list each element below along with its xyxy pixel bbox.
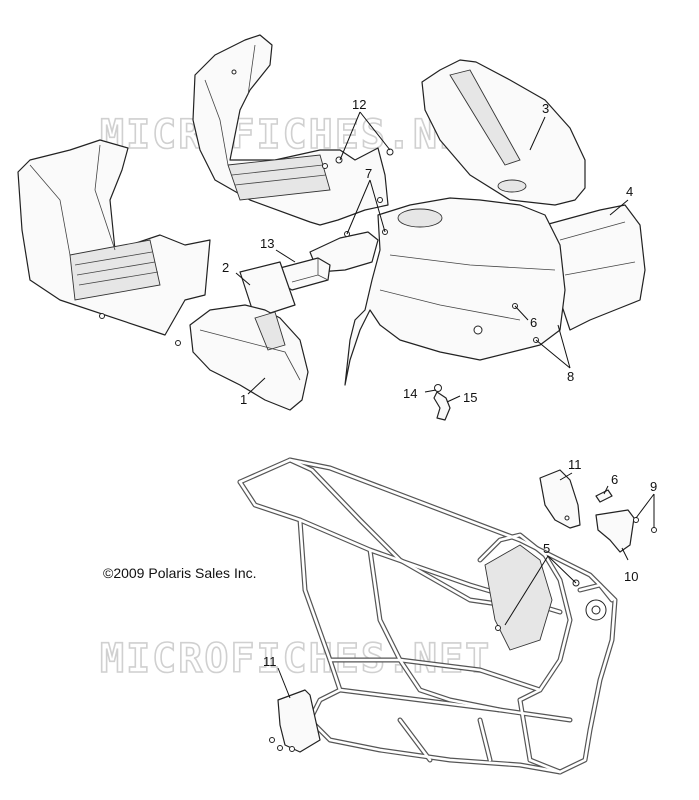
part-3-cover <box>421 59 586 206</box>
callout-9: 9 <box>650 479 657 494</box>
copyright-notice: ©2009 Polaris Sales Inc. <box>103 565 257 581</box>
part-11-bracket-upper <box>539 469 581 529</box>
front-fender-body <box>344 197 566 386</box>
callout-2: 2 <box>222 260 229 275</box>
part-11-bracket-lower <box>269 689 321 753</box>
left-footwell <box>17 139 211 336</box>
watermark-top: MICROFICHES.NET <box>100 112 491 158</box>
part-14-clamp <box>434 384 442 392</box>
callout-11-lower: 11 <box>263 654 277 669</box>
callout-14: 14 <box>403 386 417 401</box>
callout-15: 15 <box>463 390 477 405</box>
callout-5: 5 <box>543 541 550 556</box>
leader-lines <box>235 111 655 699</box>
part-15-hose <box>433 391 451 421</box>
part-2-pad <box>239 261 296 319</box>
callout-3: 3 <box>542 101 549 116</box>
vehicle-frame <box>237 457 618 775</box>
part-1-splash-guard <box>189 304 309 411</box>
part-10-bracket <box>595 489 657 553</box>
right-footwell <box>192 34 389 226</box>
callout-7: 7 <box>365 166 372 181</box>
callout-6-lower: 6 <box>611 472 618 487</box>
callout-1: 1 <box>240 392 247 407</box>
callout-12: 12 <box>352 97 366 112</box>
callout-4: 4 <box>626 184 633 199</box>
callout-10: 10 <box>624 569 638 584</box>
callout-13: 13 <box>260 236 274 251</box>
callout-6-upper: 6 <box>530 315 537 330</box>
watermark-bottom: MICROFICHES.NET <box>100 636 491 682</box>
callout-8: 8 <box>567 369 574 384</box>
callout-labels: 1 2 3 4 5 6 6 7 8 9 10 11 11 12 13 14 15 <box>222 97 657 669</box>
callout-11-upper: 11 <box>568 457 582 472</box>
